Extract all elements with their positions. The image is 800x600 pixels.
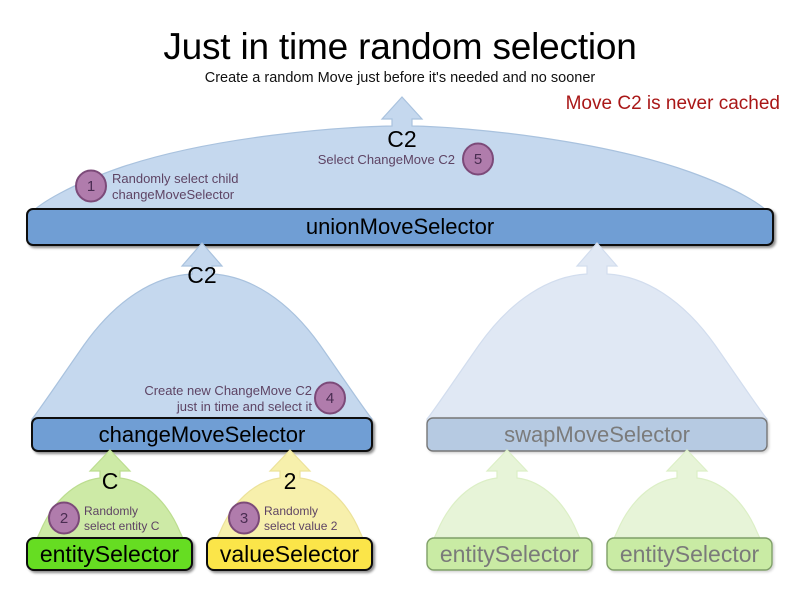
- step-4-note-line2: just in time and select it: [176, 399, 312, 415]
- flow-label-union-output: C2: [387, 126, 417, 152]
- page-title: Just in time random selection: [163, 26, 637, 67]
- step-badge-1-circle: [75, 169, 107, 203]
- step-badge-3-circle: [228, 501, 260, 535]
- node-entity-selector-swap-right-box: [606, 537, 773, 571]
- step-badge-5-circle: [462, 142, 494, 176]
- step-4-note-line1: Create new ChangeMove C2: [144, 383, 312, 398]
- flow-label-change-output: C2: [187, 262, 217, 288]
- step-1-note-line2: changeMoveSelector: [112, 187, 235, 203]
- node-change-move-selector-bar: [31, 417, 373, 452]
- step-3-note-line1: Randomly: [264, 504, 319, 518]
- node-union-move-selector-bar: [26, 208, 774, 246]
- step-3-note-line2: select value 2: [264, 519, 338, 533]
- flow-label-value-output: 2: [283, 468, 297, 494]
- node-swap-move-selector-bar: [426, 417, 768, 452]
- step-3-note: Randomly select value 2: [264, 504, 384, 534]
- node-value-selector-change-box: [206, 537, 373, 571]
- step-4-note: Create new ChangeMove C2 just in time an…: [100, 383, 312, 416]
- step-badge-4-circle: [314, 381, 346, 415]
- step-1-note-line1: Randomly select child: [112, 171, 239, 186]
- step-2-note: Randomly select entity C: [84, 504, 204, 534]
- step-badge-2-circle: [48, 501, 80, 535]
- step-1-note: Randomly select child changeMoveSelector: [112, 171, 352, 204]
- node-entity-selector-swap-left-box: [426, 537, 593, 571]
- node-entity-selector-change-box: [26, 537, 193, 571]
- warning-note: Move C2 is never cached: [565, 93, 780, 114]
- step-5-note-line1: Select ChangeMove C2: [317, 152, 455, 167]
- arrow-swap-to-union: [426, 242, 768, 422]
- flow-label-entity-output: C: [101, 468, 119, 494]
- page-subtitle: Create a random Move just before it's ne…: [204, 70, 596, 86]
- step-2-note-line1: Randomly: [84, 504, 139, 518]
- step-2-note-line2: select entity C: [84, 519, 160, 533]
- step-5-note: Select ChangeMove C2: [250, 152, 455, 168]
